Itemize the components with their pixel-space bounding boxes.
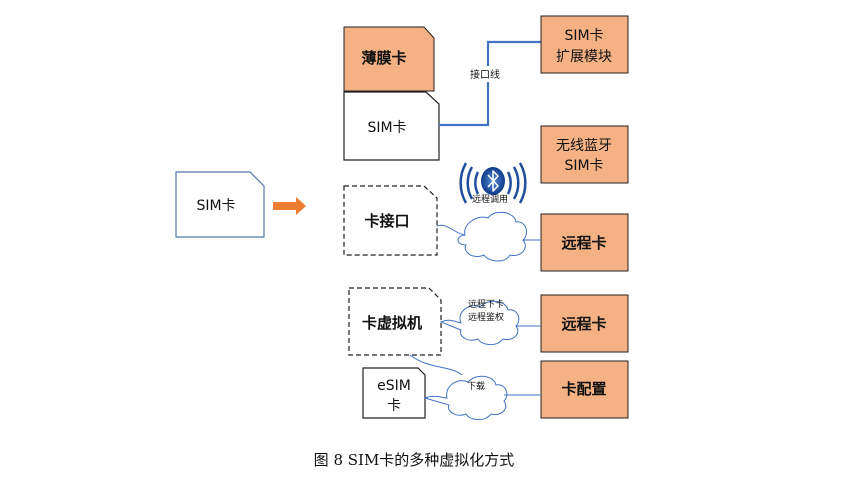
interface-cable-label-bg <box>465 66 505 82</box>
cloud-1 <box>436 211 541 262</box>
remote-card-box-1: 远程卡 <box>540 213 629 272</box>
card-config-label: 卡配置 <box>561 380 606 398</box>
sim-expansion-box: SIM卡 扩展模块 <box>540 15 629 74</box>
sim-expansion-label-line1: SIM卡 <box>564 28 603 44</box>
interface-cable-label: 接口线 <box>470 68 500 81</box>
sim-card-source-label: SIM卡 <box>196 198 235 214</box>
card-config-box: 卡配置 <box>540 360 629 419</box>
remote-call-label: 远程调用 <box>472 194 508 205</box>
vm-to-download-curve <box>409 354 463 376</box>
esim-card-box: eSIM 卡 <box>362 367 426 419</box>
card-vm-label: 卡虚拟机 <box>362 314 422 332</box>
transform-arrow <box>273 197 306 215</box>
cloud-3 <box>423 375 541 421</box>
esim-label-line2: 卡 <box>387 398 401 414</box>
download-label: 下载 <box>467 380 485 392</box>
bluetooth-sim-label-line1: 无线蓝牙 <box>556 138 612 154</box>
sim-card-source: SIM卡 <box>175 171 265 238</box>
remote-card-2-label: 远程卡 <box>561 315 606 333</box>
sim-card-stack-label: SIM卡 <box>367 120 406 136</box>
cloud-2 <box>439 300 541 346</box>
sim-card-stack-box: SIM卡 <box>343 91 440 161</box>
thin-film-card-label: 薄膜卡 <box>361 49 406 67</box>
card-vm-box: 卡虚拟机 <box>348 287 442 356</box>
sim-expansion-label-line2: 扩展模块 <box>556 49 612 65</box>
bluetooth-sim-box: 无线蓝牙 SIM卡 <box>540 125 629 184</box>
card-interface-box: 卡接口 <box>343 185 438 256</box>
interface-cable-line <box>439 40 541 127</box>
bluetooth-icon <box>459 162 527 204</box>
remote-card-1-label: 远程卡 <box>561 234 606 252</box>
thin-film-card-box: 薄膜卡 <box>343 26 435 92</box>
remote-auth-label: 远程鉴权 <box>468 311 504 323</box>
esim-label-line1: eSIM <box>377 378 411 394</box>
remote-download-label: 远程下卡 <box>468 298 504 310</box>
bluetooth-sim-label-line2: SIM卡 <box>564 158 603 174</box>
card-interface-label: 卡接口 <box>364 212 409 230</box>
remote-card-box-2: 远程卡 <box>540 294 629 353</box>
figure-caption: 图 8 SIM卡的多种虚拟化方式 <box>314 451 515 469</box>
